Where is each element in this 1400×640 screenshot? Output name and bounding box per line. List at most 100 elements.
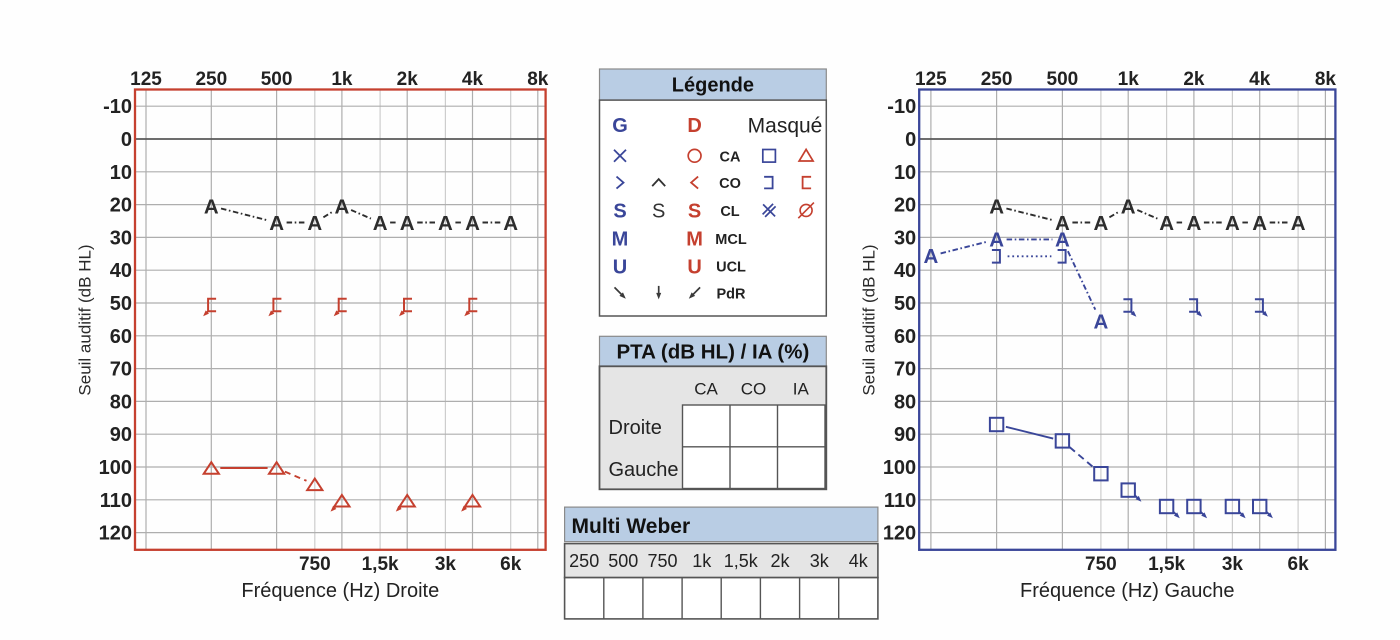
- svg-text:750: 750: [1085, 554, 1117, 575]
- svg-text:125: 125: [915, 69, 947, 90]
- svg-text:A: A: [1055, 212, 1070, 235]
- svg-text:1,5k: 1,5k: [362, 554, 399, 575]
- svg-text:2k: 2k: [770, 551, 790, 571]
- svg-text:A: A: [1093, 311, 1108, 334]
- svg-text:500: 500: [261, 69, 293, 90]
- svg-text:30: 30: [110, 227, 132, 249]
- svg-text:A: A: [923, 245, 938, 268]
- svg-text:2k: 2k: [1183, 69, 1205, 90]
- svg-text:A: A: [204, 195, 219, 218]
- svg-text:Fréquence (Hz) Droite: Fréquence (Hz) Droite: [241, 580, 439, 602]
- svg-text:90: 90: [894, 424, 916, 446]
- svg-text:100: 100: [883, 457, 916, 479]
- svg-text:Droite: Droite: [609, 417, 662, 439]
- svg-text:250: 250: [195, 69, 227, 90]
- svg-text:A: A: [1186, 212, 1201, 235]
- svg-text:A: A: [1291, 212, 1306, 235]
- svg-text:3k: 3k: [810, 551, 830, 571]
- svg-text:A: A: [503, 212, 518, 235]
- svg-text:A: A: [989, 229, 1004, 252]
- svg-text:6k: 6k: [500, 554, 522, 575]
- svg-text:250: 250: [569, 551, 599, 571]
- svg-text:70: 70: [894, 359, 916, 381]
- svg-text:S: S: [613, 200, 626, 222]
- svg-text:1,5k: 1,5k: [1148, 554, 1185, 575]
- svg-text:80: 80: [110, 391, 132, 413]
- svg-text:10: 10: [110, 162, 132, 184]
- svg-text:3k: 3k: [1222, 554, 1244, 575]
- svg-text:30: 30: [894, 227, 916, 249]
- svg-text:U: U: [613, 257, 627, 279]
- svg-text:S: S: [688, 200, 701, 222]
- svg-text:-10: -10: [887, 96, 916, 118]
- svg-text:IA: IA: [793, 380, 810, 399]
- svg-text:Multi Weber: Multi Weber: [572, 515, 691, 538]
- svg-text:A: A: [269, 212, 284, 235]
- svg-text:A: A: [334, 195, 349, 218]
- svg-text:110: 110: [884, 490, 916, 512]
- svg-text:A: A: [1225, 212, 1240, 235]
- svg-text:750: 750: [299, 554, 331, 575]
- svg-text:A: A: [1121, 195, 1136, 218]
- svg-text:A: A: [1093, 212, 1108, 235]
- svg-text:-10: -10: [103, 96, 132, 118]
- svg-text:60: 60: [110, 326, 132, 348]
- svg-text:PTA (dB HL) / IA (%): PTA (dB HL) / IA (%): [616, 340, 809, 363]
- svg-text:M: M: [686, 229, 703, 251]
- svg-text:A: A: [989, 195, 1004, 218]
- svg-text:125: 125: [130, 69, 162, 90]
- svg-text:2k: 2k: [397, 69, 419, 90]
- svg-text:Seuil auditif (dB HL): Seuil auditif (dB HL): [860, 244, 879, 395]
- svg-text:1k: 1k: [692, 551, 712, 571]
- svg-text:MCL: MCL: [715, 232, 747, 248]
- svg-text:A: A: [1055, 229, 1070, 252]
- svg-text:500: 500: [1047, 69, 1079, 90]
- svg-text:70: 70: [110, 359, 132, 381]
- svg-text:50: 50: [110, 293, 132, 315]
- svg-text:Fréquence (Hz) Gauche: Fréquence (Hz) Gauche: [1020, 580, 1235, 602]
- svg-text:A: A: [373, 212, 388, 235]
- svg-text:U: U: [687, 257, 701, 279]
- svg-text:1k: 1k: [1118, 69, 1140, 90]
- svg-text:6k: 6k: [1288, 554, 1310, 575]
- svg-text:90: 90: [110, 424, 132, 446]
- svg-text:0: 0: [121, 129, 132, 151]
- svg-text:Seuil auditif (dB HL): Seuil auditif (dB HL): [76, 244, 95, 395]
- svg-text:CO: CO: [741, 380, 767, 399]
- svg-text:4k: 4k: [1249, 69, 1271, 90]
- svg-text:Légende: Légende: [672, 75, 754, 97]
- svg-text:10: 10: [894, 162, 916, 184]
- svg-text:CO: CO: [719, 176, 741, 192]
- svg-text:8k: 8k: [527, 69, 549, 90]
- svg-text:250: 250: [981, 69, 1013, 90]
- svg-text:40: 40: [110, 260, 132, 282]
- svg-text:CA: CA: [720, 149, 741, 165]
- svg-text:750: 750: [647, 551, 677, 571]
- svg-text:Gauche: Gauche: [609, 459, 679, 481]
- svg-text:CL: CL: [720, 204, 739, 220]
- svg-text:A: A: [307, 212, 322, 235]
- svg-text:A: A: [400, 212, 415, 235]
- svg-text:UCL: UCL: [716, 260, 746, 276]
- svg-text:110: 110: [100, 490, 132, 512]
- svg-text:50: 50: [894, 293, 916, 315]
- svg-text:3k: 3k: [435, 554, 457, 575]
- svg-text:G: G: [612, 115, 628, 137]
- svg-text:M: M: [612, 229, 629, 251]
- svg-text:CA: CA: [694, 380, 718, 399]
- svg-text:80: 80: [894, 391, 916, 413]
- svg-text:4k: 4k: [849, 551, 869, 571]
- svg-text:A: A: [1252, 212, 1267, 235]
- svg-text:40: 40: [894, 260, 916, 282]
- svg-text:60: 60: [894, 326, 916, 348]
- svg-text:20: 20: [110, 195, 132, 217]
- svg-text:500: 500: [608, 551, 638, 571]
- svg-text:120: 120: [99, 523, 132, 545]
- svg-text:8k: 8k: [1315, 69, 1337, 90]
- svg-text:0: 0: [905, 129, 916, 151]
- svg-text:PdR: PdR: [717, 286, 747, 302]
- svg-text:A: A: [1159, 212, 1174, 235]
- svg-text:100: 100: [99, 457, 132, 479]
- svg-text:120: 120: [883, 523, 916, 545]
- svg-text:A: A: [465, 212, 480, 235]
